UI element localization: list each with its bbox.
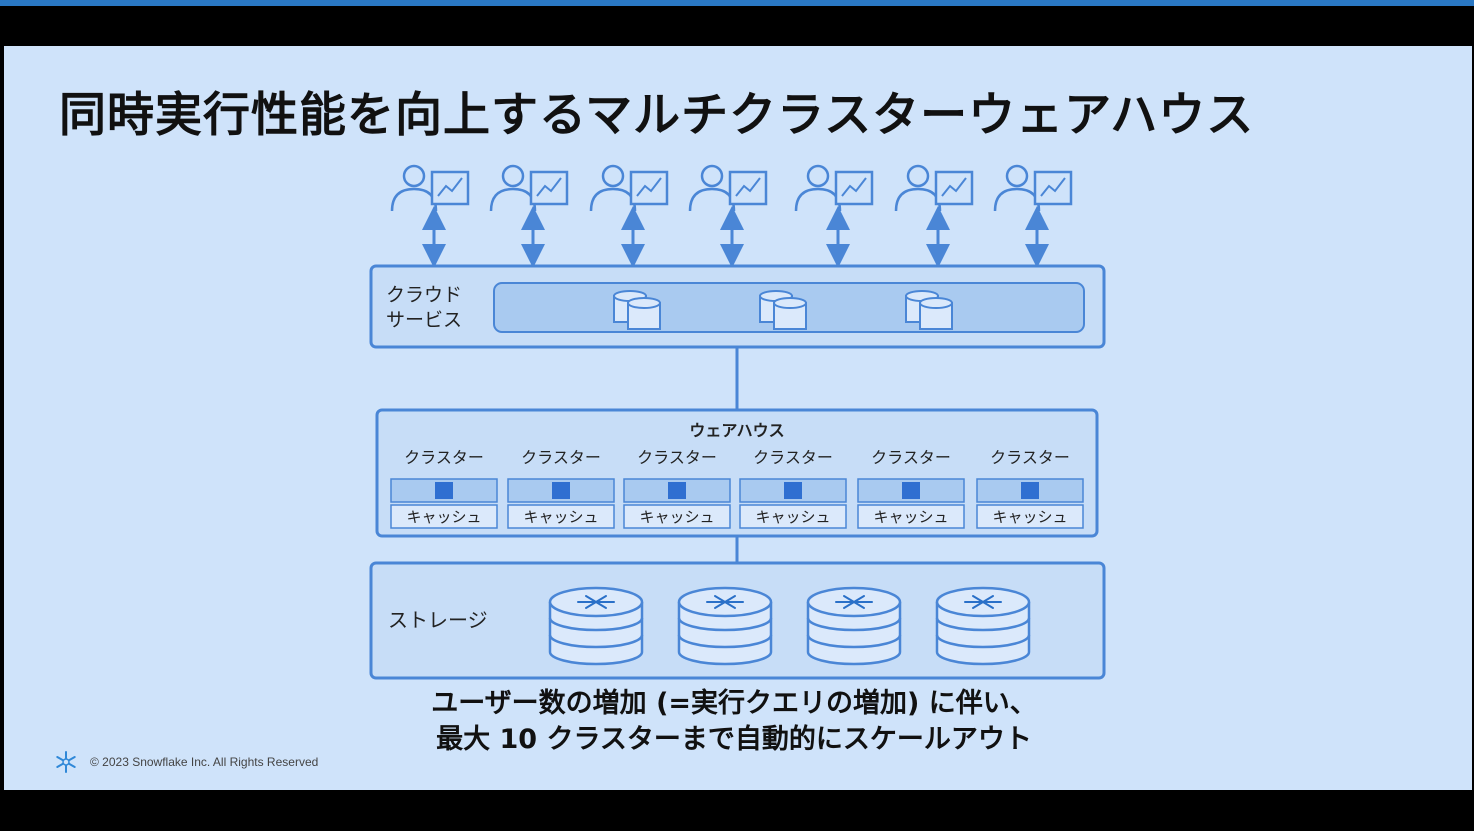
snowflake-icon <box>964 595 1002 609</box>
cache-box <box>976 504 1084 529</box>
user-dashboard-icon <box>390 164 470 212</box>
user-dashboard-icon <box>489 164 569 212</box>
cluster-label: クラスター <box>990 448 1070 467</box>
window-top-strip <box>0 0 1474 6</box>
presentation-slide: 同時実行性能を向上するマルチクラスターウェアハウス クラウド サービス ウェアハ… <box>4 46 1472 790</box>
slide-footer: © 2023 Snowflake Inc. All Rights Reserve… <box>54 750 318 774</box>
cache-box <box>739 504 847 529</box>
cloud-services-label-2: サービス <box>386 309 462 331</box>
copyright-text: © 2023 Snowflake Inc. All Rights Reserve… <box>90 755 319 769</box>
cache-label: キャッシュ <box>406 508 481 526</box>
cache-label: キャッシュ <box>755 508 830 526</box>
cache-label: キャッシュ <box>992 508 1067 526</box>
warehouse-title: ウェアハウス <box>689 421 784 440</box>
cluster-label: クラスター <box>637 448 717 467</box>
snowflake-icon <box>835 595 873 609</box>
database-icon <box>759 290 807 330</box>
caption-line-1: ユーザー数の増加 (=実行クエリの増加) に伴い、 <box>431 688 1037 719</box>
cache-label: キャッシュ <box>523 508 598 526</box>
cache-label: キャッシュ <box>639 508 714 526</box>
cache-box <box>507 504 615 529</box>
user-dashboard-icon <box>894 164 974 212</box>
slide-caption: ユーザー数の増加 (=実行クエリの増加) に伴い、 最大 10 クラスターまで自… <box>334 686 1134 758</box>
slide-title: 同時実行性能を向上するマルチクラスターウェアハウス <box>59 88 1255 143</box>
snowflake-icon <box>706 595 744 609</box>
cloud-services-label-1: クラウド <box>386 284 462 306</box>
storage-disk-icon <box>806 586 902 666</box>
cache-box <box>390 504 498 529</box>
snowflake-logo-icon <box>56 751 76 773</box>
architecture-diagram: クラウド サービス ウェアハウス クラスターキャッシュクラスターキャッシュクラス… <box>369 164 1106 680</box>
storage-disk-icon <box>677 586 773 666</box>
user-dashboard-icon <box>794 164 874 212</box>
storage-layer: ストレージ <box>369 561 1106 680</box>
cache-box <box>623 504 731 529</box>
cache-box <box>857 504 965 529</box>
database-icon <box>905 290 953 330</box>
cloud-services-layer: クラウド サービス <box>369 264 1106 349</box>
cluster-label: クラスター <box>753 448 833 467</box>
storage-label: ストレージ <box>388 608 488 632</box>
cluster-label: クラスター <box>871 448 951 467</box>
cluster-label: クラスター <box>404 448 484 467</box>
user-dashboard-icon <box>688 164 768 212</box>
warehouse-layer: ウェアハウス クラスターキャッシュクラスターキャッシュクラスターキャッシュクラス… <box>375 408 1099 538</box>
cache-label: キャッシュ <box>873 508 948 526</box>
cluster-label: クラスター <box>521 448 601 467</box>
user-dashboard-icon <box>993 164 1073 212</box>
snowflake-icon <box>577 595 615 609</box>
storage-disk-icon <box>935 586 1031 666</box>
storage-disk-icon <box>548 586 644 666</box>
caption-line-2: 最大 10 クラスターまで自動的にスケールアウト <box>436 724 1032 755</box>
database-icon <box>613 290 661 330</box>
user-dashboard-icon <box>589 164 669 212</box>
